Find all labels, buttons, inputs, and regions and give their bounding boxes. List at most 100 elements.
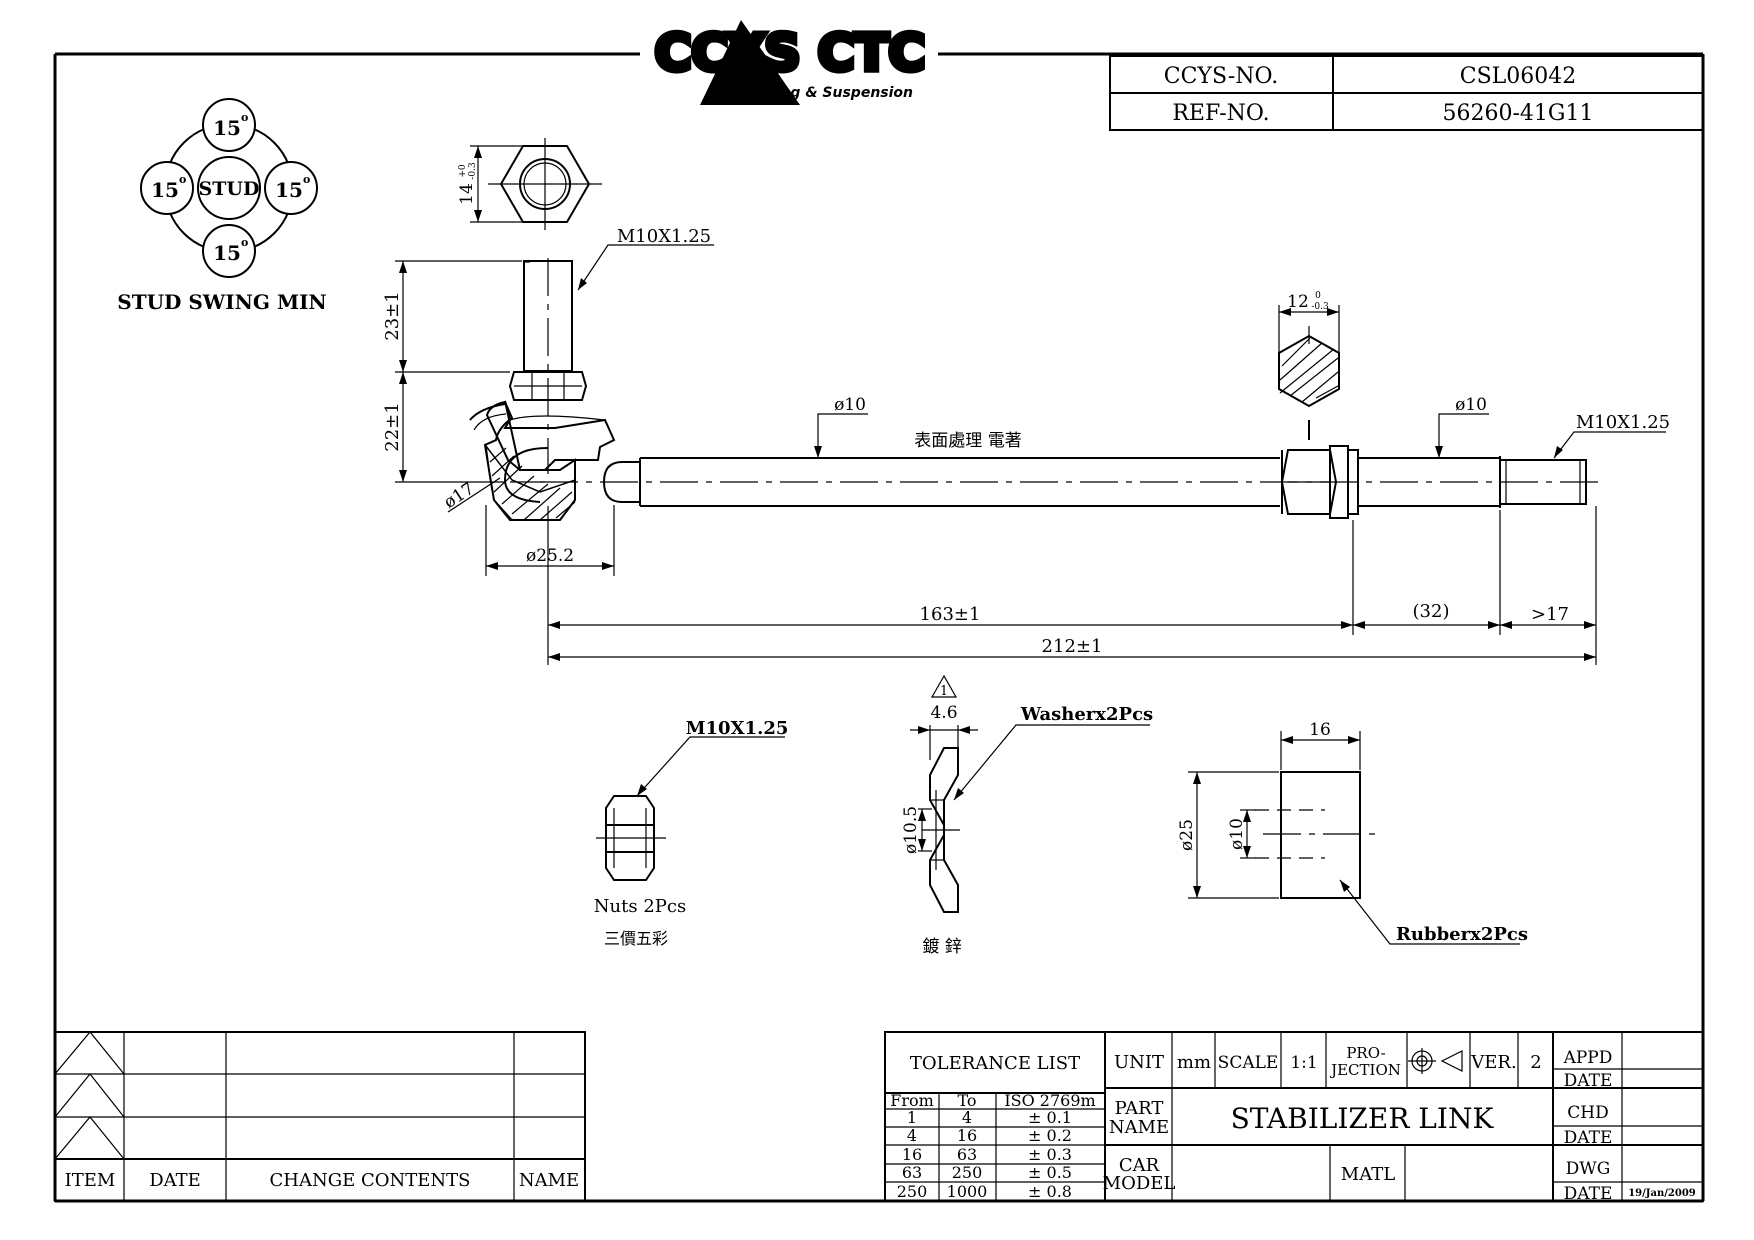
- washer-rev-mark: 1: [940, 684, 948, 699]
- ver-value: 2: [1530, 1052, 1541, 1073]
- degree-mark-bottom: o: [241, 236, 248, 249]
- unit-label: UNIT: [1114, 1052, 1164, 1073]
- housing-dia-dim: ø25.2: [526, 546, 574, 566]
- degree-mark-top: o: [241, 111, 248, 124]
- revision-header-item: ITEM: [65, 1170, 116, 1191]
- tolerance-cell: 16: [902, 1145, 922, 1164]
- nut-shape: [605, 795, 655, 881]
- ref-no-value: 56260-41G11: [1443, 101, 1594, 126]
- drawing-border: [53, 52, 1705, 1203]
- length-32-dim: (32): [1413, 601, 1450, 622]
- stud-thread-dim: M10X1.25: [617, 226, 711, 247]
- dwg-date-label: DATE: [1564, 1184, 1613, 1204]
- rubber-caption: Rubberx2Pcs: [1396, 924, 1528, 945]
- revision-triangle-icon: [54, 1073, 125, 1118]
- degree-mark-left: o: [179, 173, 186, 186]
- swing-angle-bottom: 15: [213, 241, 241, 265]
- swing-angle-top: 15: [213, 116, 241, 140]
- projection-label: PRO-: [1346, 1044, 1385, 1062]
- main-dimensions: M10X1.25 23±1 22±1 ø17 ø25.2 ø10 表面處理 電著…: [382, 226, 1670, 665]
- ver-label: VER.: [1470, 1052, 1516, 1073]
- tolerance-header-from: From: [890, 1091, 934, 1110]
- washer-shape: [929, 747, 959, 913]
- rod-dia-right-dim: ø10: [1455, 395, 1487, 415]
- tolerance-title: TOLERANCE LIST: [910, 1053, 1080, 1074]
- washer-inner-dia-dim: ø10.5: [901, 806, 921, 854]
- appd-label: APPD: [1563, 1048, 1613, 1068]
- part-number-block: CCYS-NO. CSL06042 REF-NO. 56260-41G11: [1109, 55, 1704, 131]
- tolerance-cell: ± 0.8: [1028, 1182, 1072, 1201]
- revision-header-name: NAME: [519, 1170, 579, 1191]
- stud-hex-top-view: 14 +0 -0.3: [457, 138, 602, 230]
- nut-part: M10X1.25 Nuts 2Pcs 三價五彩: [594, 718, 789, 948]
- rubber-part: 16 ø25 ø10 Rubberx2Pcs: [1177, 720, 1528, 945]
- degree-mark-right: o: [303, 173, 310, 186]
- projection-symbol-icon: [1408, 1048, 1463, 1074]
- tolerance-header-to: To: [957, 1091, 976, 1110]
- unit-value: mm: [1177, 1052, 1211, 1073]
- projection-label: JECTION: [1329, 1061, 1401, 1079]
- rod-dia-left-dim: ø10: [834, 395, 866, 415]
- chd-label: CHD: [1567, 1103, 1608, 1123]
- stud-length-dim: 23±1: [382, 291, 403, 340]
- ccys-no-value: CSL06042: [1460, 64, 1577, 89]
- ccys-no-label: CCYS-NO.: [1164, 64, 1279, 89]
- tolerance-header-iso: ISO 2769m: [1004, 1091, 1095, 1110]
- ref-no-label: REF-NO.: [1172, 101, 1269, 126]
- rubber-outer-dia-dim: ø25: [1177, 819, 1197, 851]
- tolerance-cell: ± 0.5: [1028, 1163, 1072, 1182]
- tolerance-cell: ± 0.3: [1028, 1145, 1072, 1164]
- matl-label: MATL: [1341, 1164, 1395, 1185]
- tolerance-rows: 1 4 ± 0.1 4 16 ± 0.2 16 63 ± 0.3 63 250 …: [897, 1108, 1072, 1201]
- part-name-label: PART: [1115, 1098, 1164, 1119]
- end-thread-dim: M10X1.25: [1576, 412, 1670, 433]
- chd-date-label: DATE: [1564, 1128, 1613, 1148]
- rubber-inner-dia-dim: ø10: [1227, 818, 1247, 850]
- nut-finish-note: 三價五彩: [604, 929, 668, 948]
- tolerance-cell: ± 0.2: [1028, 1126, 1072, 1145]
- swing-circle-top: [202, 98, 256, 152]
- tolerance-cell: ± 0.1: [1028, 1108, 1072, 1127]
- washer-finish-note: 鍍 鋅: [922, 936, 961, 957]
- length-212-dim: 212±1: [1042, 636, 1103, 657]
- swing-circle-center: [197, 156, 261, 220]
- stud-swing-caption: STUD SWING MIN: [117, 290, 326, 314]
- logo-text: CCYS CTC: [655, 24, 926, 82]
- ball-joint: [503, 447, 549, 503]
- logo-tagline: Steering & Suspension: [733, 85, 913, 101]
- swing-circle-bottom: [202, 224, 256, 278]
- swing-circle-left: [140, 161, 194, 215]
- rubber-shape: [1280, 771, 1361, 899]
- scale-label: SCALE: [1218, 1053, 1279, 1073]
- revision-header-contents: CHANGE CONTENTS: [270, 1170, 471, 1191]
- part-name-value: STABILIZER LINK: [1231, 1102, 1495, 1135]
- swing-angle-left: 15: [151, 178, 179, 202]
- stabilizer-link-assembly: [469, 258, 1600, 521]
- surface-treatment-note: 表面處理 電著: [914, 431, 1021, 451]
- revision-table: ITEM DATE CHANGE CONTENTS NAME: [54, 1031, 586, 1202]
- ball-dia-dim: ø17: [440, 479, 478, 513]
- appd-date-label: DATE: [1564, 1071, 1613, 1091]
- ball-height-dim: 22±1: [382, 402, 403, 451]
- hex-flat-tol-lower: -0.3: [1311, 302, 1329, 312]
- tolerance-cell: 4: [907, 1126, 917, 1145]
- hex-flat-tol-upper: 0: [1315, 291, 1321, 301]
- dwg-label: DWG: [1566, 1159, 1611, 1179]
- length-163-dim: 163±1: [920, 604, 981, 625]
- hex-flat-dim: 12: [1287, 292, 1309, 312]
- tolerance-cell: 1: [907, 1108, 917, 1127]
- washer-thickness-dim: 4.6: [930, 703, 957, 723]
- dust-boot: [503, 400, 616, 471]
- tolerance-cell: 250: [897, 1182, 928, 1201]
- car-model-label: MODEL: [1103, 1173, 1176, 1194]
- washer-part: 4.6 1 ø10.5 Washerx2Pcs 鍍 鋅: [901, 674, 1153, 957]
- tolerance-cell: 16: [957, 1126, 977, 1145]
- part-name-label: NAME: [1109, 1117, 1169, 1138]
- tolerance-cell: 1000: [947, 1182, 988, 1201]
- rubber-width-dim: 16: [1309, 720, 1331, 740]
- tolerance-cell: 63: [957, 1145, 977, 1164]
- revision-triangle-icon: [54, 1031, 125, 1075]
- car-model-label: CAR: [1119, 1155, 1160, 1176]
- hex-height-tol-lower: -0.3: [468, 162, 478, 180]
